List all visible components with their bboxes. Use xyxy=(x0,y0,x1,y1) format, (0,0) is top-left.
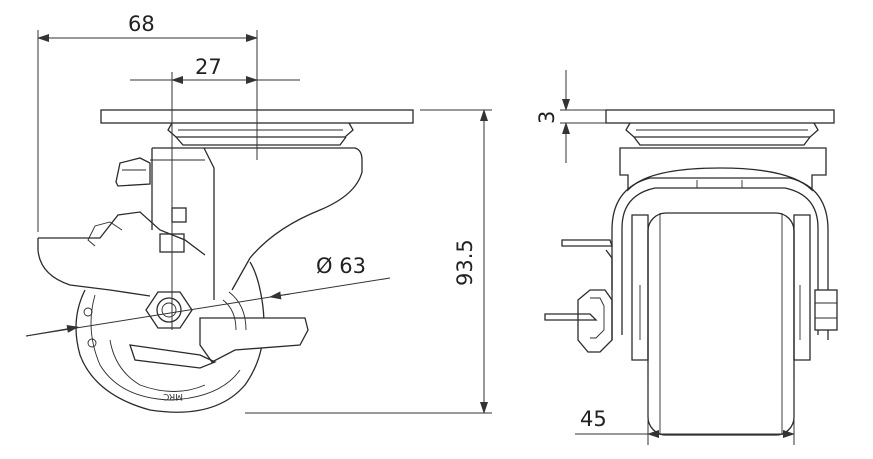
brake-lever-top xyxy=(115,157,151,187)
dim-label-45: 45 xyxy=(580,407,607,431)
brake-pedal-front xyxy=(561,239,613,247)
brake-pedal-side xyxy=(38,211,206,256)
wheel-side xyxy=(75,261,265,413)
brake-shoe-side xyxy=(199,317,309,363)
dimension-45: 45 xyxy=(575,380,795,445)
yoke-front xyxy=(619,147,827,192)
dimension-diameter-63: Ø 63 xyxy=(25,254,391,337)
dim-label-3: 3 xyxy=(535,111,559,124)
top-plate-front xyxy=(605,109,835,124)
dim-label-68: 68 xyxy=(128,12,155,36)
swivel-race-side xyxy=(167,122,354,138)
wheel-mark-text: MRC xyxy=(163,391,183,401)
yoke-side xyxy=(152,147,363,291)
axle-nut-front xyxy=(814,289,838,331)
side-view: MRC xyxy=(37,109,414,413)
dimension-93-5: 93.5 xyxy=(245,109,492,414)
axle-nut-side xyxy=(145,291,193,329)
dim-label-diameter: Ø 63 xyxy=(316,254,366,278)
dim-label-93-5: 93.5 xyxy=(453,239,477,286)
dimension-68: 68 xyxy=(37,12,258,232)
wheel-front xyxy=(647,212,795,436)
dimension-3: 3 xyxy=(535,70,606,163)
dim-label-27: 27 xyxy=(195,55,222,79)
front-view xyxy=(544,109,838,436)
dimension-27: 27 xyxy=(130,55,300,330)
